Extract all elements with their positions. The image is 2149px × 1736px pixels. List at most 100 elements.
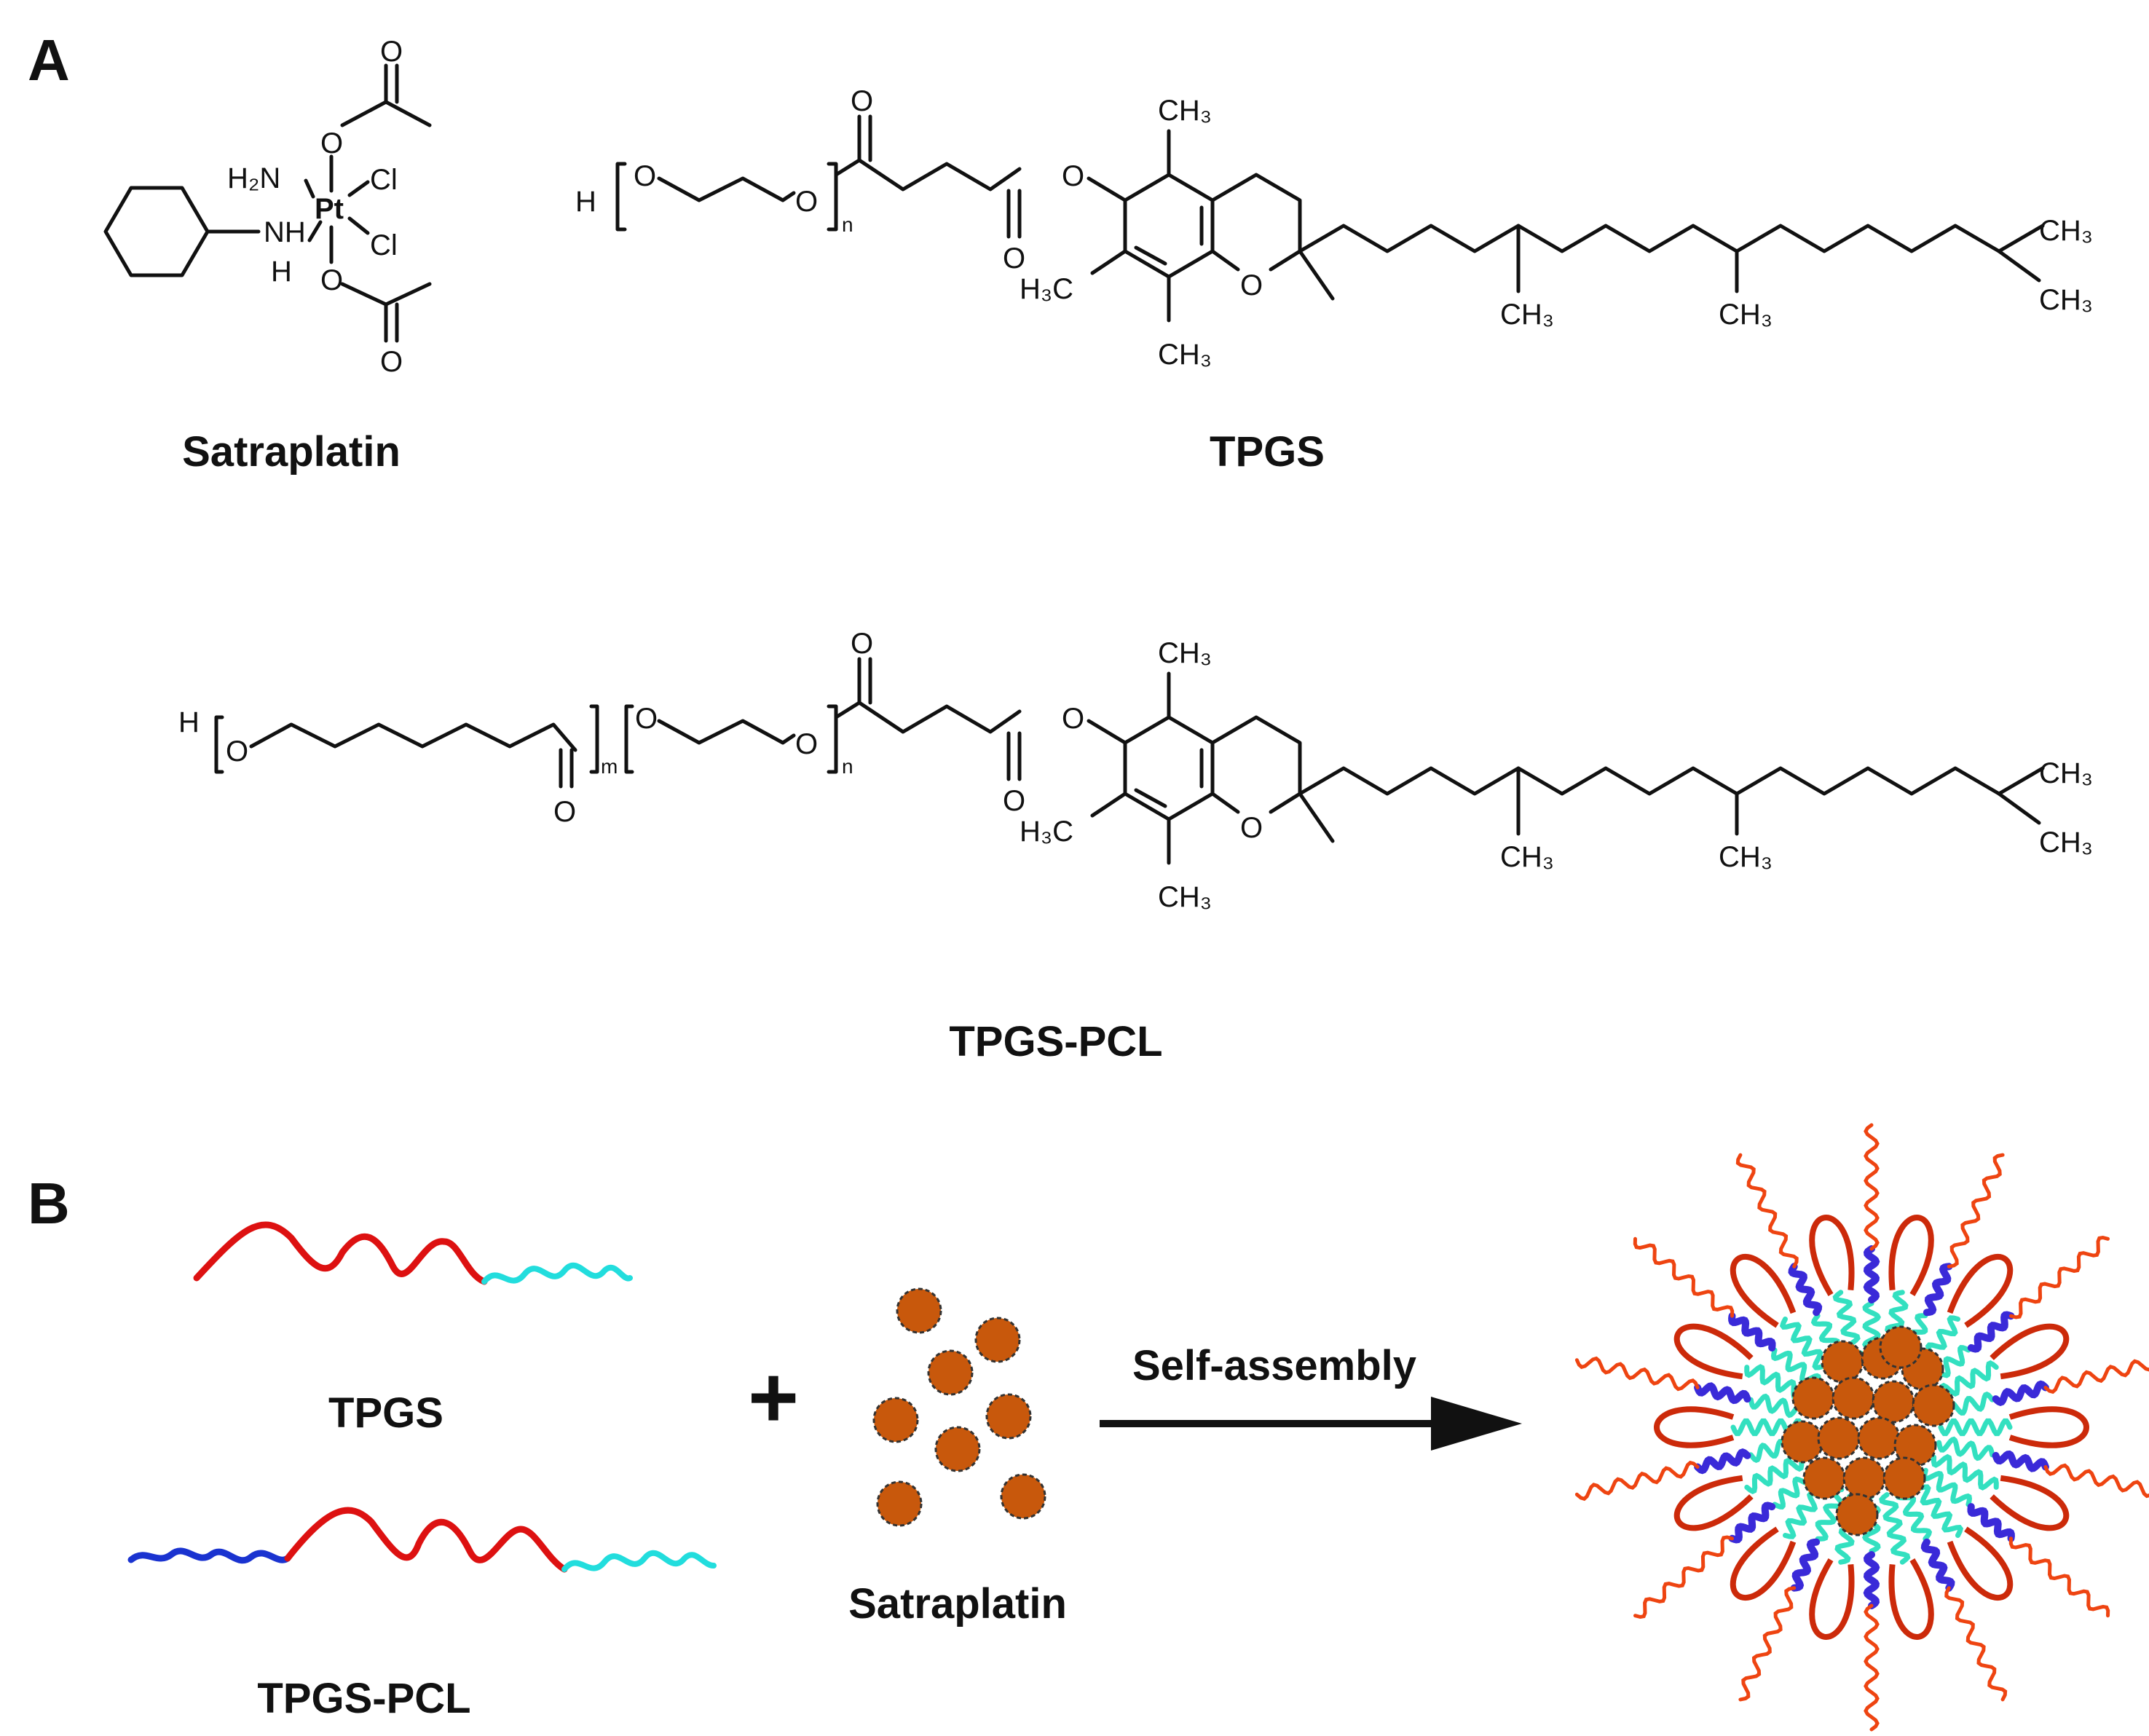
atom-o: O	[634, 160, 656, 192]
arrow-label: Self-assembly	[1132, 1342, 1416, 1389]
micelle-peg-tail	[1864, 1123, 1880, 1251]
drug-particle	[876, 1480, 923, 1527]
self-assembly-arrow	[1100, 1397, 1522, 1451]
micelle-drug-particle	[1802, 1456, 1846, 1500]
micelle-peg-tail	[1633, 1236, 1735, 1318]
vitamin-e-segment	[561, 1550, 717, 1572]
atom-o: O	[795, 728, 818, 760]
micelle-pcl-segment	[1967, 1503, 2015, 1542]
panel-b-letter: B	[28, 1171, 70, 1236]
micelle-vitamin-e-tail	[1936, 1436, 1995, 1461]
micelle-drug-particle	[1842, 1456, 1886, 1500]
micelle-pcl-segment	[1728, 1312, 1776, 1352]
atom-ch3: CH₃	[1158, 881, 1212, 913]
micelle-peg-tail	[1574, 1460, 1700, 1502]
tpgs-structure: H O O n O O O CH₃ H₃C CH₃ O CH₃	[575, 85, 2093, 371]
atom-ch3: CH₃	[2039, 826, 2093, 859]
micelle-drug-particle	[1817, 1416, 1861, 1460]
micelle-peg-loop	[1673, 1323, 1754, 1380]
pcl-segment	[127, 1547, 291, 1564]
plus-sign: +	[748, 1349, 799, 1446]
micelle-pcl-segment	[1694, 1448, 1751, 1475]
micelle-peg-tail	[2008, 1536, 2110, 1618]
atom-o-carbonyl: O	[851, 85, 873, 117]
micelle-pcl-segment	[1788, 1263, 1823, 1317]
satraplatin-particles	[872, 1287, 1046, 1527]
atom-cl-2: Cl	[370, 229, 398, 261]
atom-o-carbonyl-bottom: O	[380, 346, 403, 378]
micelle-pcl-segment	[1992, 1380, 2049, 1407]
micelle-vitamin-e-tail	[1922, 1467, 1973, 1507]
micelle-peg-loop	[1990, 1475, 2070, 1531]
atom-ch3: CH₃	[1158, 95, 1212, 127]
peg-segment	[193, 1221, 488, 1285]
micelle-drug-particle	[1781, 1420, 1824, 1464]
micelle-drug-particle	[1882, 1456, 1926, 1500]
micelle-pcl-segment	[1923, 1263, 1953, 1317]
micelle-peg-loop	[1947, 1254, 2014, 1328]
micelle-pcl-segment	[1790, 1538, 1821, 1592]
atom-h3c: H₃C	[1020, 273, 1073, 305]
drug-particle	[896, 1287, 942, 1334]
atom-nh: NH	[264, 216, 306, 248]
micelle-vitamin-e-tail	[1879, 1492, 1911, 1565]
micelle-vitamin-e-tail	[1931, 1453, 1999, 1491]
tpgs-b-label: TPGS	[328, 1389, 443, 1437]
micelle-peg-tail	[1947, 1153, 2005, 1269]
atom-h: H	[271, 256, 292, 288]
micelle-peg-loop	[1947, 1526, 2014, 1601]
micelle-peg-loop	[1809, 1558, 1855, 1640]
micelle-peg-tail	[1944, 1586, 2008, 1702]
atom-o-carbonyl: O	[553, 796, 576, 828]
peg-segment	[284, 1507, 568, 1573]
satraplatin-b-label: Satraplatin	[848, 1580, 1067, 1628]
tpgs-label: TPGS	[1210, 428, 1325, 476]
vitamin-e-segment	[481, 1262, 633, 1285]
satraplatin-label: Satraplatin	[182, 428, 401, 476]
atom-o-ring: O	[1240, 812, 1263, 844]
drug-particle	[974, 1317, 1021, 1363]
micelle-peg-loop	[1990, 1323, 2070, 1380]
atom-o-ester: O	[1062, 703, 1084, 735]
atom-o-ring: O	[1240, 269, 1263, 301]
tpgs-pcl-label: TPGS-PCL	[949, 1018, 1162, 1065]
micelle-vitamin-e-tail	[1748, 1393, 1807, 1419]
micelle-peg-tail	[1574, 1356, 1700, 1392]
micelle-vitamin-e-tail	[1744, 1450, 1812, 1495]
atom-ch3: CH₃	[1719, 841, 1773, 873]
micelle-pcl-segment	[1920, 1538, 1955, 1592]
atom-o-bottom: O	[320, 264, 343, 296]
atom-ch3: CH₃	[1500, 299, 1554, 331]
atom-ch3: CH₃	[2039, 757, 2093, 789]
micelle-pcl-segment	[1992, 1450, 2049, 1472]
atom-ch3: CH₃	[1158, 339, 1212, 371]
micelle-peg-tail	[2043, 1359, 2149, 1394]
micelle-pcl-segment	[1863, 1551, 1880, 1609]
micelle-drug-particle	[1791, 1376, 1835, 1420]
drug-particle	[872, 1397, 919, 1443]
drug-particle	[927, 1349, 974, 1396]
micelle-vitamin-e-tail	[1779, 1317, 1834, 1376]
atom-h: H	[178, 706, 200, 738]
micelle-peg-loop	[2008, 1406, 2089, 1448]
micelle-peg-tail	[2009, 1235, 2110, 1319]
micelle-pcl-segment	[1728, 1502, 1776, 1544]
micelle-vitamin-e-tail	[1909, 1478, 1964, 1538]
micelle-peg-tail	[1738, 1586, 1797, 1702]
micelle-pcl-segment	[1863, 1245, 1880, 1303]
micelle-pcl-segment	[1967, 1311, 2015, 1353]
micelle-drug-particle	[1821, 1340, 1864, 1384]
satraplatin-structure: NH H H₂N Pt O O Cl Cl O O	[103, 36, 432, 378]
cyclohexane-ring	[103, 186, 210, 277]
atom-h: H	[575, 186, 596, 218]
micelle-drug-particle	[1912, 1384, 1955, 1427]
atom-o: O	[795, 186, 818, 218]
atom-ch3: CH₃	[1158, 637, 1212, 669]
micelle-drug-particle	[1831, 1376, 1875, 1420]
atom-o: O	[226, 735, 248, 768]
atom-ch3: CH₃	[1719, 299, 1773, 331]
atom-o-carbonyl: O	[851, 628, 873, 660]
micelle-vitamin-e-tail	[1815, 1486, 1845, 1542]
micelle-peg-loop	[1809, 1215, 1855, 1296]
